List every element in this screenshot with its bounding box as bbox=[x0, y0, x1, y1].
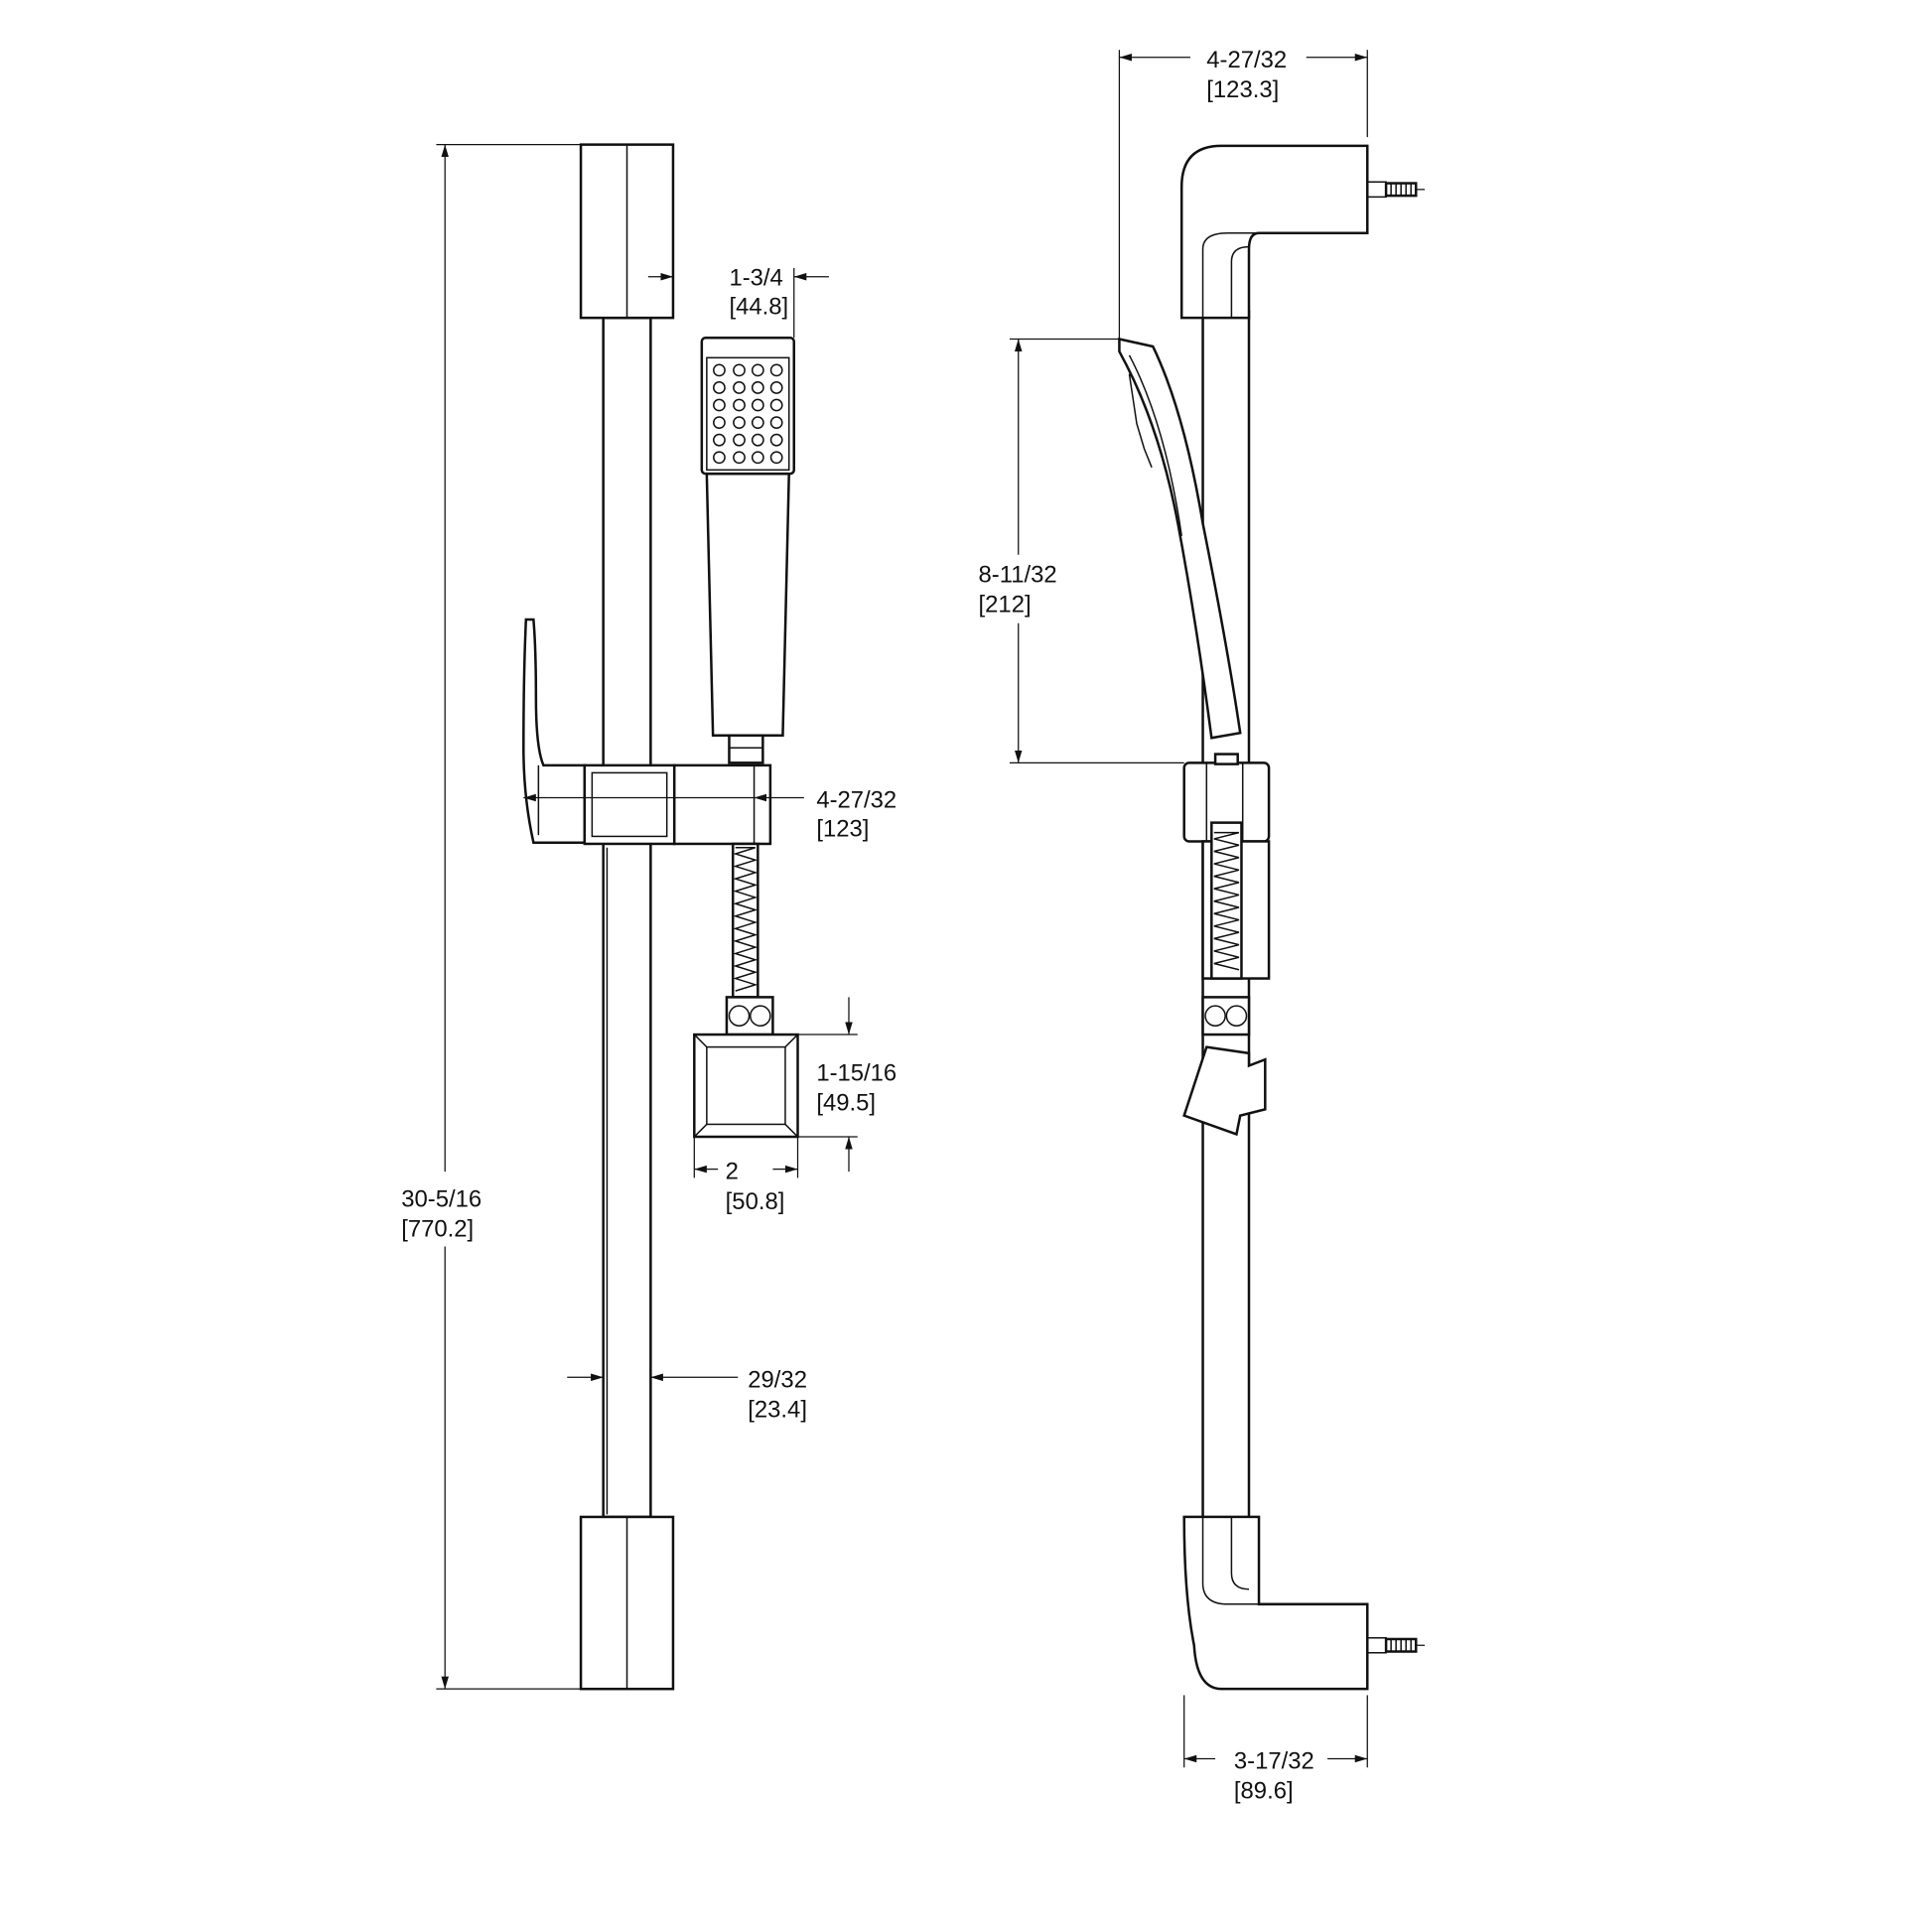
hose-nut-side bbox=[1201, 996, 1251, 1036]
nozzle bbox=[733, 381, 746, 394]
dim-label-imperial: 29/32 bbox=[748, 1366, 807, 1393]
nozzle bbox=[713, 398, 726, 412]
bottom-wall-bracket bbox=[1182, 1515, 1369, 1691]
dim-label-metric: [123] bbox=[816, 815, 869, 842]
nozzle bbox=[713, 381, 726, 394]
dim-handshower-width: 1-3/4 [44.8] bbox=[647, 265, 829, 339]
dim-label-metric: [23.4] bbox=[748, 1396, 807, 1423]
nozzle bbox=[751, 398, 764, 412]
slider-body bbox=[583, 763, 772, 846]
nozzle bbox=[751, 451, 764, 465]
dim-label-metric: [89.6] bbox=[1234, 1778, 1294, 1805]
top-end-cap bbox=[579, 143, 675, 320]
nozzle bbox=[769, 433, 783, 447]
nozzle bbox=[733, 416, 746, 430]
dim-label-metric: [770.2] bbox=[401, 1215, 474, 1242]
slider-lever bbox=[522, 618, 587, 844]
nozzle bbox=[713, 433, 726, 447]
dim-label-metric: [212] bbox=[979, 591, 1032, 618]
nozzle bbox=[713, 416, 726, 430]
nozzle bbox=[751, 433, 764, 447]
dim-overall-depth: 4-27/32 [123.3] bbox=[1118, 47, 1368, 340]
dim-holder-height: 1-15/16 [49.5] bbox=[797, 997, 897, 1173]
nozzle bbox=[751, 416, 764, 430]
nozzle bbox=[769, 416, 783, 430]
nozzle bbox=[769, 451, 783, 465]
nozzle bbox=[769, 363, 783, 377]
dim-label-metric: [44.8] bbox=[729, 293, 788, 320]
dim-label-metric: [123.3] bbox=[1206, 76, 1279, 103]
dim-label-imperial: 4-27/32 bbox=[816, 787, 897, 814]
nozzle bbox=[733, 433, 746, 447]
nozzle bbox=[769, 398, 783, 412]
dim-label-imperial: 4-27/32 bbox=[1206, 47, 1287, 73]
top-wall-screw-icon bbox=[1367, 181, 1426, 199]
nozzle bbox=[751, 363, 764, 377]
dim-label-imperial: 3-17/32 bbox=[1234, 1748, 1314, 1775]
dim-holder-width: 2 [50.8] bbox=[693, 1137, 799, 1215]
slider-side bbox=[1182, 753, 1271, 980]
nozzle bbox=[733, 398, 746, 412]
nozzle bbox=[733, 363, 746, 377]
nozzle bbox=[713, 363, 726, 377]
dim-label-imperial: 1-3/4 bbox=[729, 265, 782, 292]
handshower-side bbox=[1118, 337, 1242, 740]
top-wall-bracket bbox=[1179, 144, 1369, 320]
side-view: 4-27/32 [123.3] 8-11/32 [212] 3-17/32 [8… bbox=[979, 47, 1426, 1805]
dim-label-imperial: 2 bbox=[726, 1159, 739, 1185]
nozzle bbox=[713, 451, 726, 465]
handshower-front bbox=[700, 336, 795, 764]
dim-label-imperial: 30-5/16 bbox=[401, 1185, 482, 1212]
nozzle bbox=[769, 381, 783, 394]
spray-nozzles bbox=[713, 363, 783, 465]
dim-bar-diameter: 29/32 [23.4] bbox=[567, 1366, 807, 1423]
dim-label-metric: [49.5] bbox=[816, 1090, 876, 1117]
dim-label-imperial: 8-11/32 bbox=[979, 561, 1057, 588]
hose bbox=[731, 842, 759, 999]
wall-holder-side bbox=[1182, 1045, 1267, 1137]
slide-bar bbox=[602, 316, 652, 1519]
dim-overall-height: 30-5/16 [770.2] bbox=[401, 144, 582, 1690]
hose-nut bbox=[725, 996, 774, 1036]
dim-slider-projection: 4-27/32 [123] bbox=[523, 787, 897, 842]
bottom-end-cap bbox=[579, 1515, 675, 1691]
bottom-wall-screw-icon bbox=[1367, 1636, 1426, 1654]
front-view: 30-5/16 [770.2] 29/32 [23.4] 1-3/4 [44.8… bbox=[401, 143, 897, 1691]
nozzle bbox=[751, 381, 764, 394]
nozzle bbox=[733, 451, 746, 465]
wall-holder bbox=[693, 1033, 799, 1139]
dim-label-imperial: 1-15/16 bbox=[816, 1060, 897, 1087]
dim-label-metric: [50.8] bbox=[726, 1188, 785, 1215]
dim-handshower-length: 8-11/32 [212] bbox=[979, 338, 1184, 763]
dim-bracket-depth: 3-17/32 [89.6] bbox=[1183, 1695, 1368, 1805]
